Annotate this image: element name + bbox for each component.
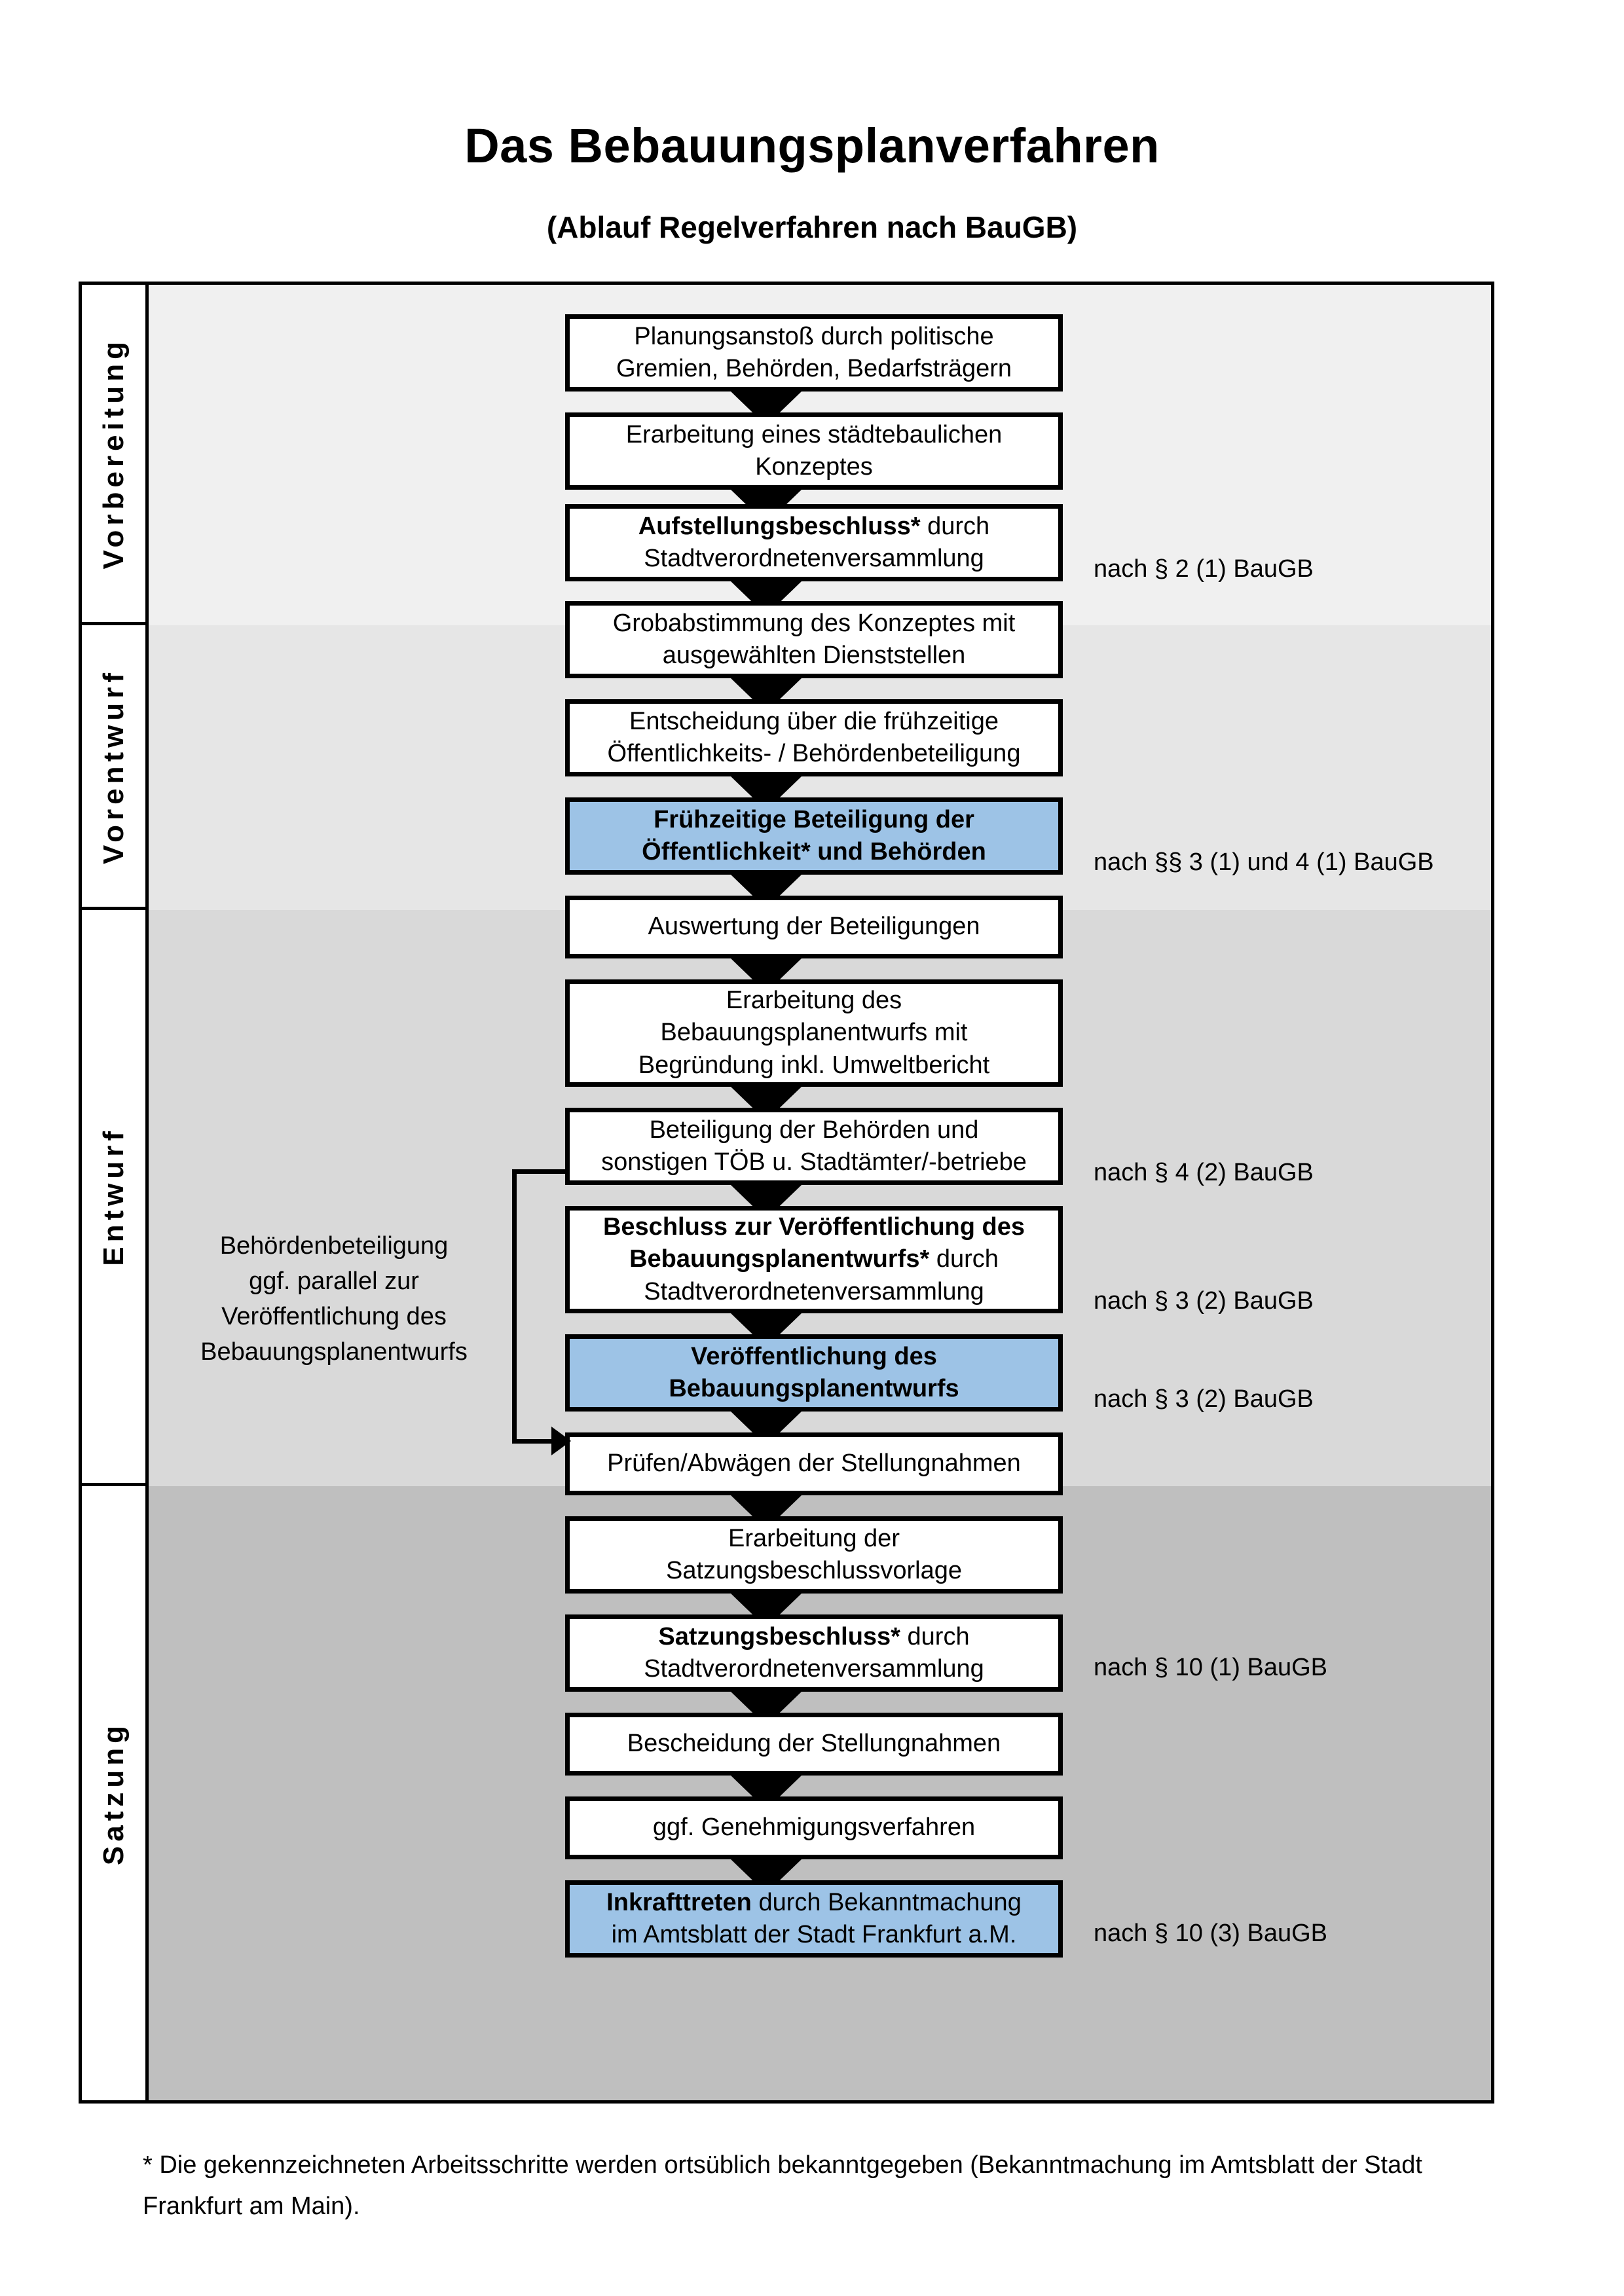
phase-label-text: Entwurf [97,1127,130,1266]
node-erarbeitung-satzungsvorlage[interactable]: Erarbeitung der Satzungsbeschlussvorlage [565,1516,1063,1594]
node-line-bold: Bebauungsplanentwurfs* [629,1245,930,1273]
legal-ref-fruehzeitige-beteiligung: nach §§ 3 (1) und 4 (1) BauGB [1094,848,1434,876]
node-line: Planungsanstoß durch politische [634,322,994,350]
node-line: Öffentlichkeits- / Behördenbeteiligung [607,740,1021,767]
node-veroeffentlichung-entwurf[interactable]: Veröffentlichung des Bebauungsplanentwur… [565,1334,1063,1412]
node-line: Öffentlichkeit* und Behörden [642,838,986,866]
phase-label-entwurf: Entwurf [82,910,149,1486]
legal-ref-inkrafttreten: nach § 10 (3) BauGB [1094,1920,1327,1947]
node-line-suffix: durch [929,1245,999,1273]
phase-label-vorbereitung: Vorbereitung [82,285,149,625]
node-line: Gremien, Behörden, Bedarfsträgern [616,355,1012,382]
node-line: Bebauungsplanentwurfs [669,1375,959,1402]
node-aufstellungsbeschluss[interactable]: Aufstellungsbeschluss* durch Stadtverord… [565,504,1063,581]
node-line: Grobabstimmung des Konzeptes mit [612,609,1016,637]
node-entscheidung-fruehzeitig[interactable]: Entscheidung über die frühzeitige Öffent… [565,699,1063,776]
node-line: Entscheidung über die frühzeitige [629,707,999,735]
node-line: Satzungsbeschlussvorlage [665,1557,963,1584]
node-line: Bebauungsplanentwurfs mit [660,1019,968,1047]
phase-label-text: Vorentwurf [97,668,130,864]
legal-ref-satzungsbeschluss: nach § 10 (1) BauGB [1094,1654,1327,1681]
flowchart-frame: Vorbereitung Vorentwurf Entwurf Satzung … [79,282,1494,2104]
node-line: Erarbeitung des [726,986,902,1014]
node-erarbeitung-konzept[interactable]: Erarbeitung eines städtebaulichen Konzep… [565,412,1063,490]
node-line-suffix: durch [900,1622,970,1650]
node-line: im Amtsblatt der Stadt Frankfurt a.M. [611,1921,1017,1948]
sidenote-behoerdenbeteiligung: Behördenbeteiligung ggf. parallel zur Ve… [187,1229,481,1370]
node-satzungsbeschluss[interactable]: Satzungsbeschluss* durch Stadtverordnete… [565,1614,1063,1692]
node-genehmigungsverfahren[interactable]: ggf. Genehmigungsverfahren [565,1796,1063,1859]
node-line: Beschluss zur Veröffentlichung des [602,1212,1025,1241]
page-subtitle: (Ablauf Regelverfahren nach BauGB) [546,210,1078,244]
node-line: Aufstellungsbeschluss* durch [576,511,1052,543]
sidenote-line: ggf. parallel zur [249,1267,419,1295]
node-line: Veröffentlichung des [691,1342,937,1370]
node-line-bold: Inkrafttreten [606,1888,752,1916]
phase-label-satzung: Satzung [82,1486,149,2100]
node-line: Satzungsbeschluss* durch [576,1621,1052,1653]
phase-label-text: Satzung [97,1721,130,1866]
arrow-right-icon [551,1427,571,1455]
footnote-line: Frankfurt am Main). [143,2192,360,2220]
node-pruefen-abwaegen[interactable]: Prüfen/Abwägen der Stellungnahmen [565,1432,1063,1495]
node-line: Erarbeitung der [728,1524,900,1552]
bypass-connector-bottom-segment [512,1439,553,1444]
node-line: Auswertung der Beteiligungen [648,913,980,941]
node-beteiligung-behoerden[interactable]: Beteiligung der Behörden und sonstigen T… [565,1108,1063,1185]
node-line: Frühzeitige Beteiligung der [654,805,974,833]
node-line: Konzeptes [755,453,873,481]
footnote: * Die gekennzeichneten Arbeitsschritte w… [143,2145,1500,2227]
page-title: Das Bebauungsplanverfahren [464,118,1160,173]
node-erarbeitung-entwurf[interactable]: Erarbeitung des Bebauungsplanentwurfs mi… [565,979,1063,1087]
node-line: Bescheidung der Stellungnahmen [627,1730,1001,1758]
sidenote-line: Veröffentlichung des [221,1302,447,1330]
sidenote-line: Behördenbeteiligung [219,1232,449,1260]
node-line-suffix: durch [920,512,990,540]
bypass-connector-vertical-segment [512,1169,517,1444]
node-line: Beteiligung der Behörden und [649,1116,979,1144]
node-line: Stadtverordnetenversammlung [644,545,984,572]
footnote-line: * Die gekennzeichneten Arbeitsschritte w… [143,2151,1422,2179]
node-line: Prüfen/Abwägen der Stellungnahmen [607,1449,1021,1478]
node-grobabstimmung[interactable]: Grobabstimmung des Konzeptes mit ausgewä… [565,601,1063,678]
node-planungsanstoss[interactable]: Planungsanstoß durch politische Gremien,… [565,314,1063,392]
node-beschluss-veroeffentlichung[interactable]: Beschluss zur Veröffentlichung des Bebau… [565,1206,1063,1313]
node-bescheidung[interactable]: Bescheidung der Stellungnahmen [565,1713,1063,1776]
phase-label-vorentwurf: Vorentwurf [82,625,149,910]
phase-label-text: Vorbereitung [97,337,130,570]
legal-ref-aufstellungsbeschluss: nach § 2 (1) BauGB [1094,555,1314,583]
node-line: Inkrafttreten durch Bekanntmachung [576,1887,1052,1919]
node-inkrafttreten[interactable]: Inkrafttreten durch Bekanntmachung im Am… [565,1880,1063,1958]
node-line-bold: Aufstellungsbeschluss* [638,512,921,540]
sidenote-line: Bebauungsplanentwurfs [200,1338,468,1366]
legal-ref-behoerdenbeteiligung: nach § 4 (2) BauGB [1094,1159,1314,1186]
node-line: Stadtverordnetenversammlung [644,1655,984,1683]
node-line: Stadtverordnetenversammlung [644,1277,984,1305]
node-line-suffix: durch Bekanntmachung [751,1888,1022,1916]
node-line: Begründung inkl. Umweltbericht [638,1051,990,1079]
node-line-bold: Satzungsbeschluss* [658,1622,900,1650]
node-line: Bebauungsplanentwurfs* durch [576,1243,1052,1275]
node-line: sonstigen TÖB u. Stadtämter/-betriebe [601,1148,1027,1176]
node-line: ggf. Genehmigungsverfahren [652,1813,976,1842]
node-line: ausgewählten Dienststellen [662,642,966,669]
legal-ref-beschluss-veroeffentlichung: nach § 3 (2) BauGB [1094,1287,1314,1315]
legal-ref-veroeffentlichung: nach § 3 (2) BauGB [1094,1385,1314,1413]
node-auswertung[interactable]: Auswertung der Beteiligungen [565,896,1063,958]
node-line: Erarbeitung eines städtebaulichen [625,420,1003,448]
node-fruehzeitige-beteiligung[interactable]: Frühzeitige Beteiligung der Öffentlichke… [565,797,1063,875]
bypass-connector-top-segment [512,1169,567,1174]
